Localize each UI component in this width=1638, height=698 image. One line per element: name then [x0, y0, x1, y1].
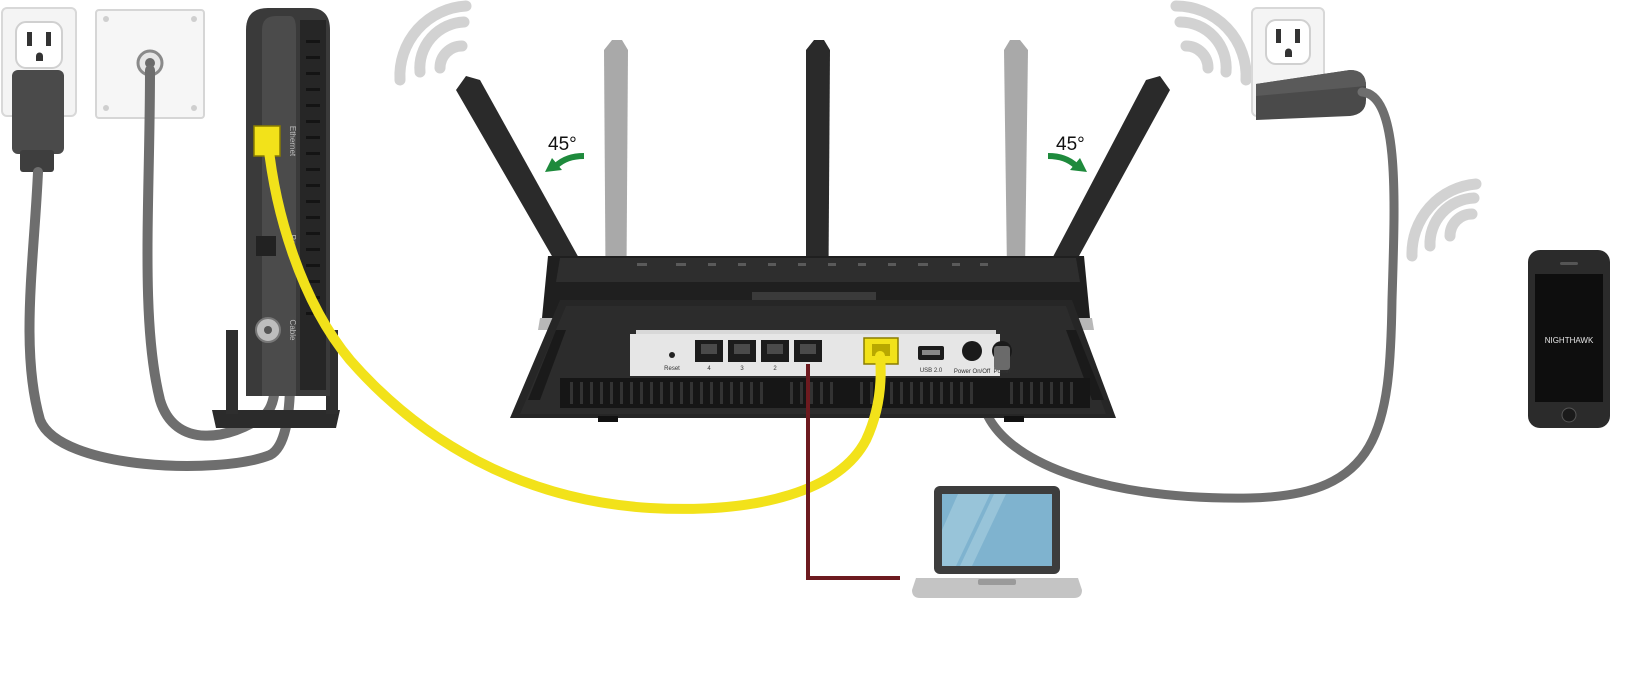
coax-cable — [142, 65, 280, 441]
laptop-icon — [912, 486, 1082, 598]
lan-port-1 — [794, 340, 822, 362]
lan-port-4-label: 4 — [707, 366, 711, 372]
wifi-router: Reset 4 3 2 1 USB 2.0 Power On/Off — [510, 256, 1116, 422]
modem-cable-label: Cable — [288, 320, 297, 341]
router-power-cable — [965, 87, 1399, 503]
phone-wifi-signal-icon — [1406, 178, 1482, 262]
phone-screen-text: NIGHTHAWK — [1545, 336, 1594, 345]
router-power-port-label: Power — [993, 369, 1010, 375]
left-antenna-angle-label: 45° — [548, 134, 577, 155]
cable-modem: Ethernet Power Cable — [212, 8, 340, 428]
lan-port-3-label: 3 — [740, 366, 744, 372]
lan-port-4 — [695, 340, 723, 362]
router-lan-ports: 4 3 2 1 — [695, 340, 822, 372]
lan-port-3 — [728, 340, 756, 362]
modem-power-plug-icon — [12, 70, 64, 172]
router-reset-button — [669, 352, 675, 358]
lan-port-2 — [761, 340, 789, 362]
router-reset-label: Reset — [664, 366, 680, 372]
router-wifi-signal-left-icon — [394, 0, 472, 86]
router-wifi-signal-right-icon — [1170, 0, 1252, 86]
router-usb-label: USB 2.0 — [920, 368, 943, 374]
router-power-button — [962, 341, 982, 361]
modem-power-port — [256, 236, 276, 256]
right-antenna-angle-label: 45° — [1056, 134, 1085, 155]
modem-ethernet-label: Ethernet — [288, 126, 297, 157]
smartphone-icon: NIGHTHAWK — [1528, 250, 1610, 428]
router-power-plug — [994, 346, 1010, 370]
router-internet-port — [863, 337, 899, 365]
lan-port-2-label: 2 — [773, 366, 777, 372]
laptop-link-line — [806, 364, 900, 580]
router-usb-port: USB 2.0 — [918, 346, 944, 374]
router-power-button-label: Power On/Off — [954, 369, 991, 375]
rotate-arrow-right-icon — [1047, 153, 1087, 172]
ethernet-cable — [263, 137, 886, 514]
rotate-arrow-left-icon — [545, 153, 585, 172]
power-adapter-icon — [1256, 70, 1366, 120]
